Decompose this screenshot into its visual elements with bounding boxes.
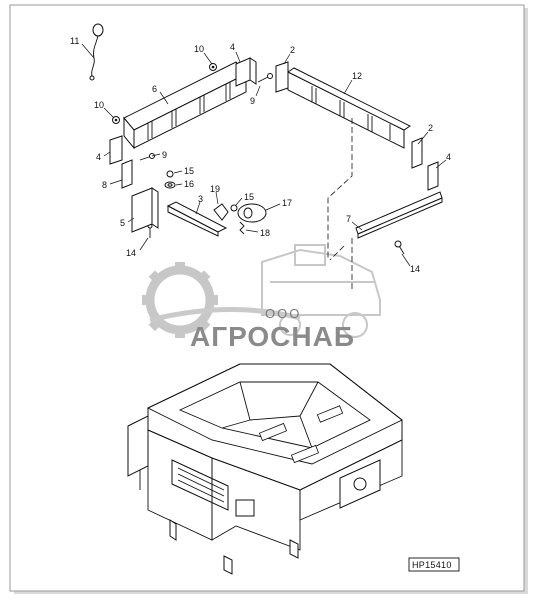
callout-6: 6: [152, 84, 157, 94]
callout-2-right: 2: [428, 123, 433, 133]
callout-4-right: 4: [446, 152, 451, 162]
callout-3: 3: [198, 194, 203, 204]
callout-2-top: 2: [290, 45, 295, 55]
main-frame: [127, 363, 403, 575]
part-5-end-panel: [131, 187, 159, 233]
fastener-10-top: [209, 63, 217, 71]
leader-lines: [81, 43, 447, 267]
watermark-line2: АГРОСНАБ: [190, 321, 355, 352]
callout-9-left: 9: [162, 150, 167, 160]
callout-9-top: 9: [250, 96, 255, 106]
callout-14-left: 14: [126, 248, 136, 258]
part-3-front-board: [166, 201, 228, 237]
callout-16: 16: [184, 179, 194, 189]
callout-15-latch: 15: [244, 192, 254, 202]
part-4-bracket-left: [109, 135, 123, 165]
part-2-bracket-right: [411, 137, 423, 169]
fastener-15-left: [166, 170, 174, 178]
part-7-rear-board: [355, 191, 443, 239]
callout-12: 12: [352, 71, 362, 81]
page-border: [9, 4, 525, 592]
part-15-latch-bolt: [230, 204, 238, 212]
reference-code: HP15410: [412, 560, 452, 570]
callout-18: 18: [260, 228, 270, 238]
callout-17: 17: [282, 198, 292, 208]
part-2-bracket-top: [275, 61, 289, 93]
alignment-lines: [327, 118, 353, 290]
callout-4-top: 4: [230, 42, 235, 52]
gear-icon: [142, 262, 218, 338]
callout-7: 7: [346, 214, 351, 224]
reference-code-box: HP15410: [408, 557, 460, 572]
part-6-side-board: [123, 61, 247, 150]
callout-10-left: 10: [94, 100, 104, 110]
callout-10-top: 10: [194, 44, 204, 54]
callout-15-left: 15: [184, 166, 194, 176]
part-19-latch: [213, 203, 229, 221]
callout-labels: 11 10 4 6 9 10 2 12 4 9 8 15 16 19 15 3 …: [70, 36, 451, 274]
swoosh-line: [149, 306, 301, 323]
callout-5: 5: [120, 218, 125, 228]
callout-4-left: 4: [96, 152, 101, 162]
callout-19: 19: [210, 184, 220, 194]
fastener-14-right: [394, 240, 405, 255]
fastener-16-washer: [164, 181, 176, 189]
part-18-spring: [239, 221, 245, 235]
fastener-9-top: [257, 73, 273, 83]
part-17-handle: [237, 203, 267, 223]
callout-11: 11: [70, 36, 79, 46]
fastener-10-left: [112, 116, 120, 124]
watermark-line1: ООО: [265, 306, 301, 321]
part-4-bracket-top: [235, 57, 257, 87]
part-4-bracket-right: [427, 161, 439, 191]
callout-14-right: 14: [410, 264, 420, 274]
part-8-bracket-left: [121, 159, 133, 189]
watermark-logo: [142, 244, 381, 338]
callout-8: 8: [102, 180, 107, 190]
